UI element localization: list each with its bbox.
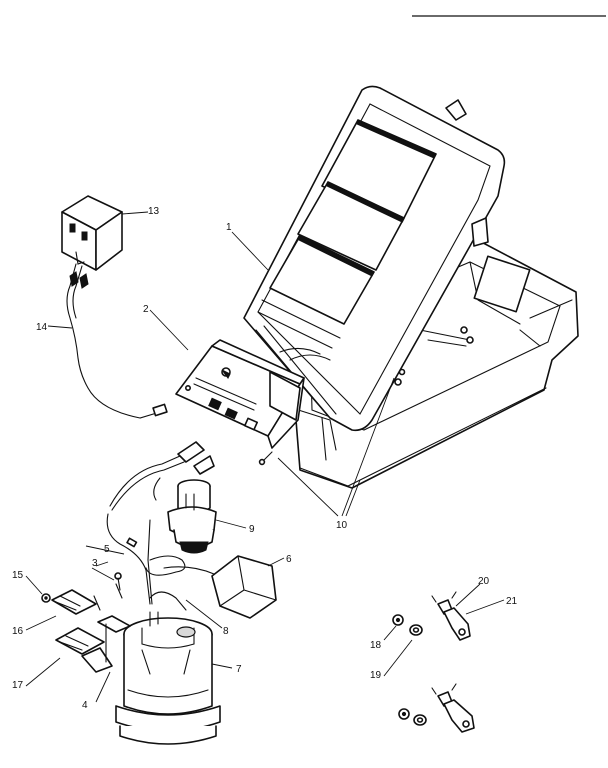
charger-leads xyxy=(109,441,215,511)
ac-adapter xyxy=(61,195,123,271)
lamp-head xyxy=(167,479,217,554)
callout-16: 16 xyxy=(12,626,24,637)
callout-2: 2 xyxy=(143,304,149,315)
battery-pack xyxy=(163,555,277,619)
callout-3: 3 xyxy=(92,558,98,569)
callout-5: 5 xyxy=(104,544,110,555)
callout-7: 7 xyxy=(236,664,242,675)
callout-19: 19 xyxy=(370,670,382,681)
callout-21: 21 xyxy=(506,596,518,607)
callout-6: 6 xyxy=(286,554,292,565)
callout-1: 1 xyxy=(226,222,232,233)
callout-4: 4 xyxy=(82,700,88,711)
motor-base xyxy=(115,611,221,745)
callout-17: 17 xyxy=(12,680,24,691)
callout-10: 10 xyxy=(336,520,348,531)
callout-9: 9 xyxy=(249,524,255,535)
callout-14: 14 xyxy=(36,322,48,333)
callout-8: 8 xyxy=(223,626,229,637)
callout-20: 20 xyxy=(478,576,490,587)
terminal-hardware xyxy=(392,591,475,733)
mounting-clips xyxy=(41,572,131,673)
control-panel xyxy=(175,339,305,449)
screws xyxy=(115,451,273,599)
callout-labels: 1 2 3 4 5 6 7 8 9 10 13 14 15 16 17 18 1… xyxy=(12,206,518,711)
wire-harness xyxy=(106,513,187,611)
callout-15: 15 xyxy=(12,570,24,581)
callout-13: 13 xyxy=(148,206,160,217)
case-with-lid xyxy=(243,85,579,489)
power-cord xyxy=(66,263,168,419)
leader-lines xyxy=(25,211,505,703)
callout-18: 18 xyxy=(370,640,382,651)
